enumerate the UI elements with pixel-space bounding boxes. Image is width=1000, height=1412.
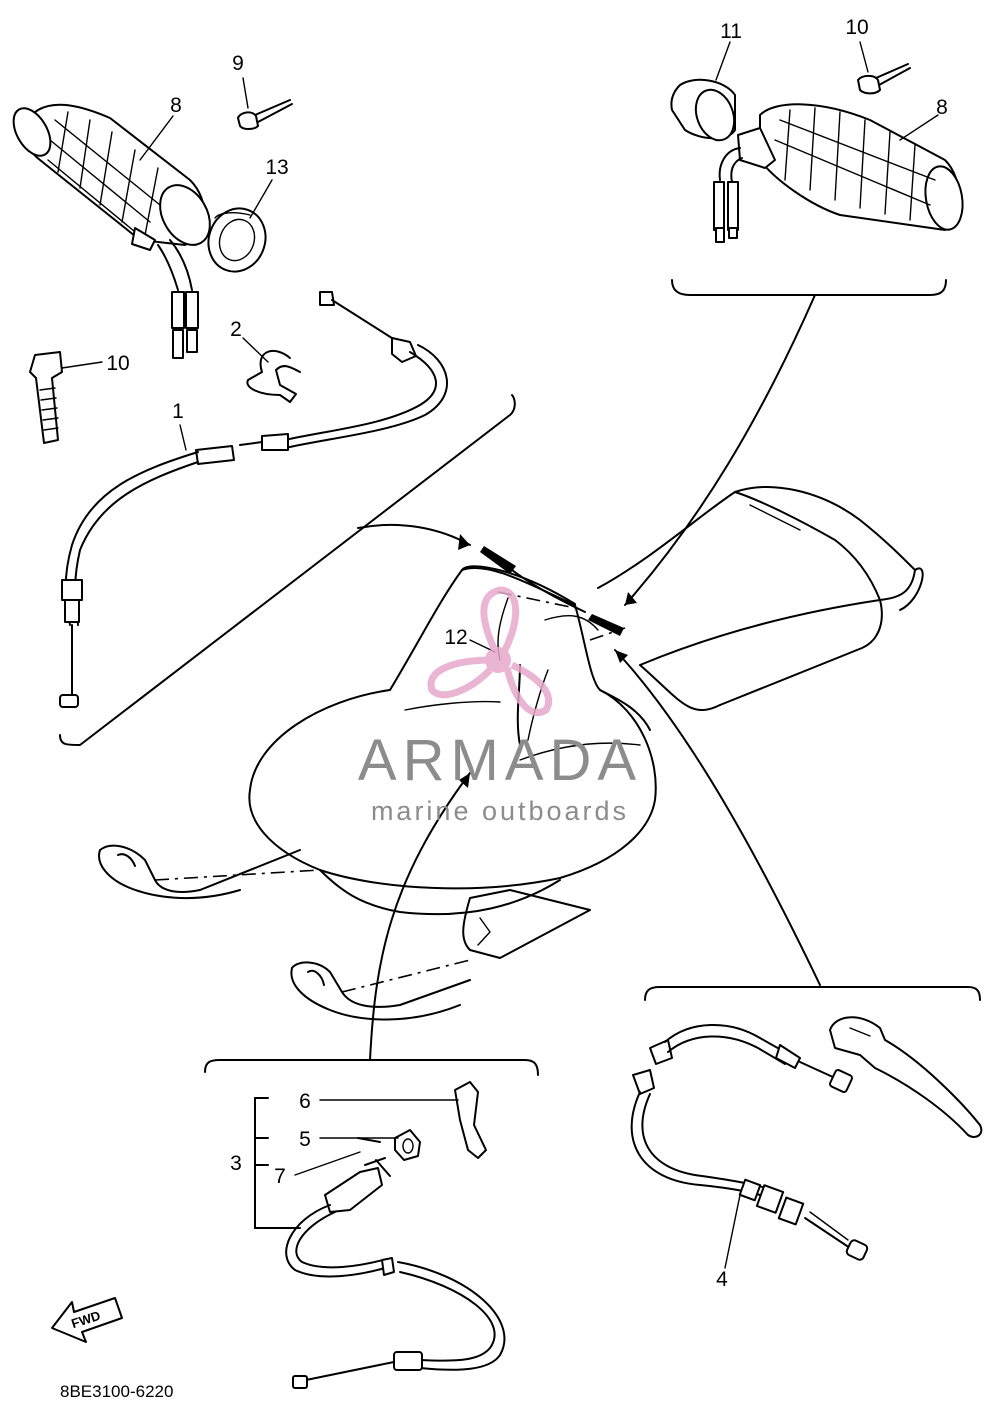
pointer-arrows [357,294,821,1061]
snowmobile-body [98,486,924,1021]
callout-6: 7 [274,1165,286,1188]
ring-part-13 [207,207,267,273]
watermark-brand: ARMADA [358,728,642,793]
callout-5: 6 [299,1090,311,1113]
clip-part-2 [246,349,301,403]
screw-right-part-10 [857,63,911,95]
callout-11: 10 [106,352,129,375]
throttle-cable-part-1 [59,291,448,708]
callout-13: 13 [265,156,288,179]
switch-assembly-parts-3-6 [254,1081,506,1389]
callout-7: 4 [716,1268,728,1291]
callout-10-left: 9 [232,52,244,75]
callout-4: 5 [299,1128,311,1151]
callout-3: 3 [230,1152,242,1175]
callout-2: 2 [230,318,242,341]
callout-12: 11 [720,20,742,43]
callout-10-right: 10 [845,16,868,39]
screw-left-part-10 [237,99,293,130]
fwd-arrow-icon: FWD [51,1297,123,1343]
cable-strap-part-11 [29,351,63,444]
callout-1: 1 [172,400,184,423]
callout-9: 12 [444,626,467,649]
group-brackets [59,279,981,1076]
watermark-logo [427,586,553,716]
callout-8-right: 8 [936,96,948,119]
diagram-part-code: 8BE3100-6220 [60,1382,173,1401]
watermark-tagline: marine outboards [371,796,629,826]
callout-leaders [61,41,939,1269]
collar-part-12 [670,78,736,142]
brake-cable-part-7 [630,1016,983,1261]
heated-grip-right-part-8 [713,103,964,243]
heated-grip-left-part-8 [12,103,211,359]
callout-8-left: 8 [170,94,182,117]
